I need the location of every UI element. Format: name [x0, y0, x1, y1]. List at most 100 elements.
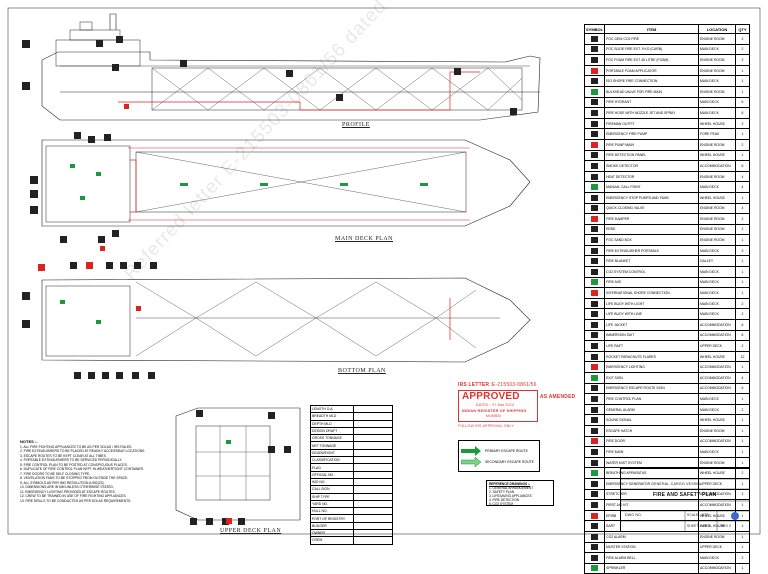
stamp-as-amended: AS AMENDED	[540, 394, 576, 400]
legend-symbol	[583, 128, 606, 140]
legend-location: ENGINE ROOM	[698, 456, 736, 469]
stamp-file-no: E-215503-0861/56	[492, 382, 537, 388]
legend-item: WATER MIST SYSTEM	[604, 456, 699, 469]
legend-symbol	[583, 467, 606, 479]
legend-qty: 1	[735, 393, 750, 405]
legend-item: LIFE RAFT	[604, 340, 699, 352]
legend-item: SOUND SIGNAL	[604, 414, 699, 426]
legend-symbol-icon	[591, 385, 599, 392]
legend-symbol-icon	[591, 523, 599, 530]
legend-qty: 2	[735, 552, 750, 564]
legend-symbol-icon	[591, 491, 599, 498]
legend-symbol	[583, 403, 606, 416]
legend-item: ESCAPE HATCH	[604, 424, 699, 437]
particular-key: BREADTH MLD	[310, 412, 354, 421]
legend-symbol	[583, 530, 606, 543]
legend-item: MUSTER STATION	[604, 541, 699, 554]
legend-symbol	[583, 96, 606, 109]
legend-symbol-icon	[591, 35, 599, 42]
stamp-society: INDIAN REGISTER OF SHIPPING	[462, 409, 527, 413]
route-primary-label: PRIMARY ESCAPE ROUTE	[485, 449, 528, 453]
legend-symbol	[583, 64, 606, 77]
legend-symbol-icon	[591, 501, 599, 508]
legend-header-location: LOCATION	[698, 24, 736, 34]
legend-location: ENGINE ROOM	[698, 424, 736, 437]
note-line: 1. ALL FIRE FIGHTING APPLIANCES TO BE AS…	[20, 444, 133, 449]
legend-item: BULKHEAD VALVE FOR FIRE MAIN	[604, 85, 699, 98]
legend-location: MAIN DECK	[698, 107, 736, 119]
legend-symbol-icon	[591, 78, 599, 85]
legend-symbol	[583, 117, 606, 130]
legend-qty: 2	[735, 403, 750, 416]
ref-line: 1. GENERAL ARRANGEMENT	[489, 486, 534, 490]
legend-location: ENGINE ROOM	[698, 213, 736, 225]
legend-symbol	[583, 424, 606, 437]
particular-key: DEADWEIGHT	[310, 448, 354, 458]
legend-symbol-icon	[591, 162, 599, 169]
legend-symbol-icon	[591, 258, 599, 265]
particular-value	[353, 529, 393, 538]
legend-symbol-icon	[591, 533, 599, 540]
particulars-row: HULL NO.	[310, 507, 393, 516]
legend-symbol	[583, 149, 606, 162]
upper-deck-view	[175, 407, 301, 521]
particular-key: PORT OF REGISTRY	[310, 514, 354, 523]
legend-symbol-icon	[591, 46, 599, 53]
legend-qty: 1	[735, 562, 750, 574]
title-project: GENERAL CARGO VESSEL	[651, 482, 702, 486]
particular-value	[353, 521, 393, 531]
legend-item: ISO SHORE FIRE CONNECTION	[604, 75, 699, 87]
legend-location: WHEEL HOUSE	[698, 350, 736, 363]
note-line: 4. PORTABLE EXTINGUISHERS TO BE SERVICED…	[20, 458, 123, 462]
bottom-view	[41, 277, 531, 363]
note-line: 9. ALL SYMBOLS AS PER IMO RESOLUTION A.9…	[20, 480, 105, 485]
drawing-sheet: PROFILE MAIN DECK PLAN BOTTOM PLAN UPPER…	[7, 0, 761, 574]
particular-value	[353, 441, 393, 450]
legend-location: ACCOMMODATION	[698, 382, 736, 395]
legend-symbol-icon	[591, 268, 599, 275]
legend-symbol-icon	[591, 184, 599, 191]
particular-value	[353, 492, 393, 501]
legend-symbol-icon	[591, 353, 599, 360]
legend-symbol-icon	[591, 279, 599, 286]
legend-symbol-icon	[591, 459, 599, 466]
legend-qty: 4	[735, 202, 750, 215]
legend-symbol-icon	[591, 406, 599, 413]
legend-location: GALLEY	[698, 255, 736, 268]
legend-qty: 1	[735, 287, 750, 299]
legend-qty: 1	[735, 435, 750, 448]
legend-symbol	[583, 75, 606, 87]
particular-value	[353, 426, 393, 436]
legend-location: MAIN DECK	[698, 96, 736, 109]
particular-value	[353, 412, 393, 421]
legend-symbol-icon	[591, 470, 599, 477]
legend-qty: 1	[735, 424, 750, 437]
note-line: 3. ESCAPE ROUTES TO BE KEPT CLEAR AT ALL…	[20, 453, 107, 458]
particular-value	[353, 507, 393, 516]
legend-symbol-icon	[591, 226, 599, 233]
particular-key: SHIP TYPE	[310, 492, 354, 501]
legend-qty: 1	[735, 191, 750, 204]
stamp-office: MUMBAI	[486, 414, 502, 418]
legend-item: CO2 SYSTEM CONTROL	[604, 266, 699, 278]
particular-value	[353, 404, 393, 414]
legend-item: FIRE DOOR	[604, 435, 699, 448]
legend-item: INTERNATIONAL SHORE CONNECTION	[604, 287, 699, 299]
logo-mark	[731, 512, 739, 520]
title-scale: SCALE : NTS	[687, 513, 709, 517]
legend-item: SPRINKLER	[604, 562, 699, 574]
legend-item: EMERGENCY ESCAPE ROUTE SIGN	[604, 382, 699, 395]
particular-key: LENGTH O.A.	[310, 404, 354, 414]
legend-location: MAIN DECK	[698, 297, 736, 310]
legend-qty: 1	[735, 85, 750, 98]
legend-symbol	[583, 350, 606, 363]
